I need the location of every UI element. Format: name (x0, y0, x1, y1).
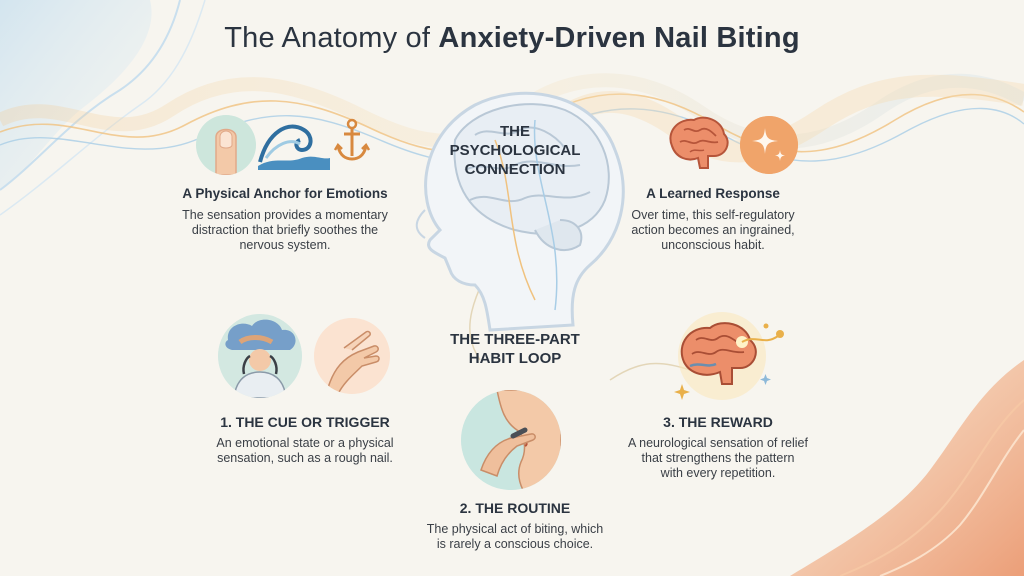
cue-description: An emotional state or a physical sensati… (216, 436, 394, 465)
sparkle-icon (740, 116, 798, 174)
anchor-heading: A Physical Anchor for Emotions (182, 186, 388, 201)
habit-loop-label: THE THREE-PART HABIT LOOP (450, 331, 580, 367)
reward-heading: 3. THE REWARD (663, 414, 773, 430)
glowing-brain-icon (674, 312, 784, 400)
learned-heading: A Learned Response (646, 186, 780, 201)
anchor-icon (333, 118, 371, 161)
stressed-person-icon (218, 314, 302, 398)
routine-description: The physical act of biting, which is rar… (426, 522, 604, 551)
page-title: The Anatomy of Anxiety-Driven Nail Bitin… (0, 22, 1024, 55)
hand-touch-icon (314, 318, 390, 394)
nail-biting-icon (461, 390, 561, 490)
reward-description: A neurological sensation of relief that … (628, 436, 808, 480)
title-emphasis: Anxiety-Driven Nail Biting (438, 22, 800, 54)
cue-heading: 1. THE CUE OR TRIGGER (220, 414, 390, 430)
brain-icon (669, 116, 729, 169)
learned-description: Over time, this self-regulatory action b… (631, 208, 795, 252)
psychological-connection-label: THE PSYCHOLOGICAL CONNECTION (449, 123, 581, 178)
wave-icon (258, 124, 330, 170)
routine-heading: 2. THE ROUTINE (459, 500, 571, 516)
head-profile-icon (415, 91, 625, 332)
fingertip-icon (196, 115, 256, 175)
title-prefix: The Anatomy of (224, 22, 431, 54)
anchor-description: The sensation provides a momentary distr… (182, 208, 388, 252)
